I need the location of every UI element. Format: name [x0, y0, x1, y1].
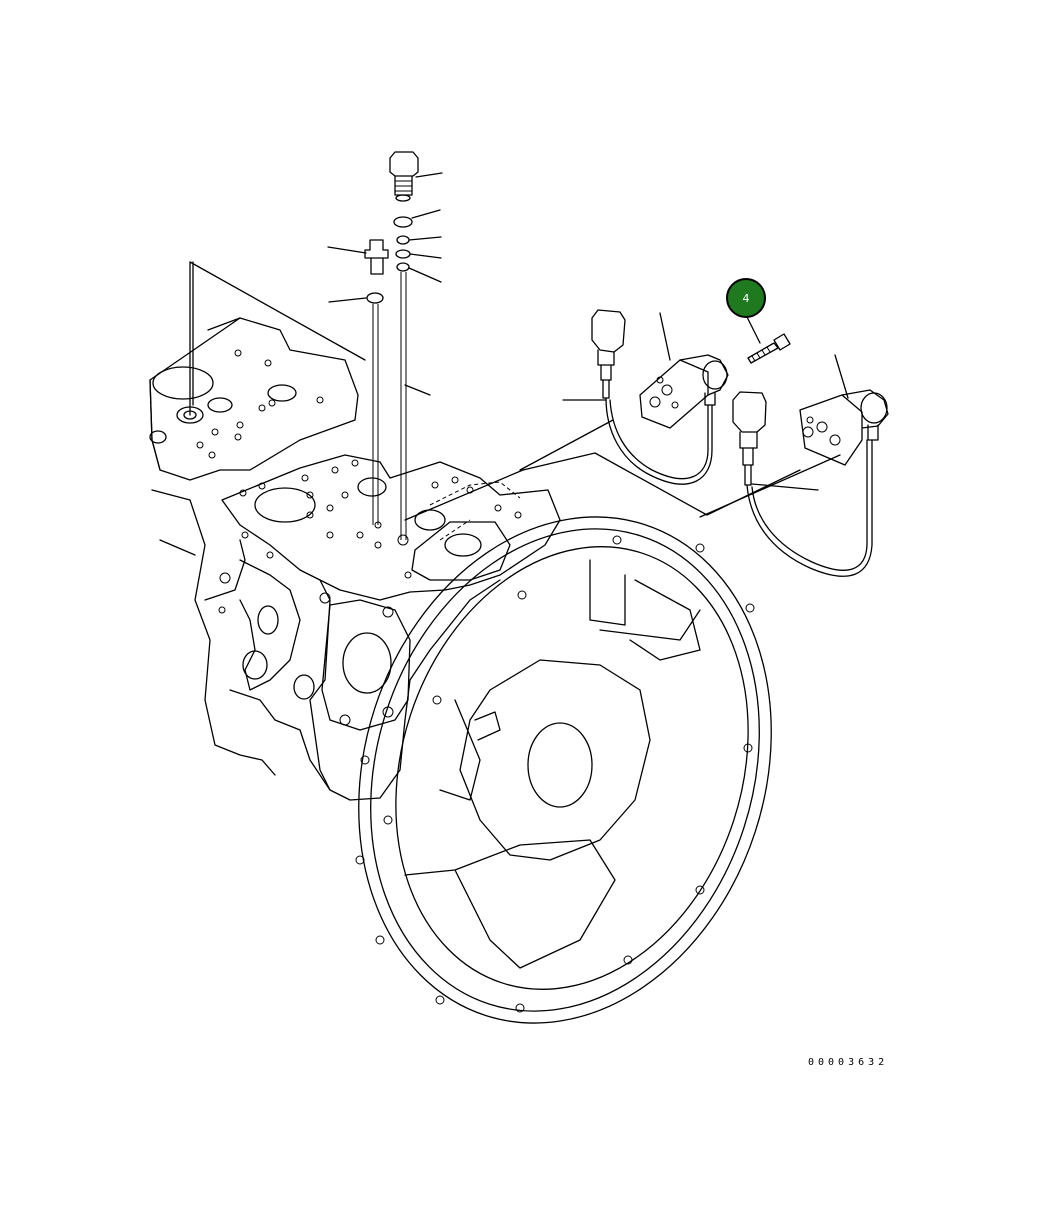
solenoid-valve-upper	[519, 309, 729, 485]
assembly-outline	[404, 452, 801, 521]
callout-badge-4[interactable]: 4	[726, 278, 766, 318]
callout-label: 4	[743, 292, 750, 305]
flywheel-housing	[355, 516, 772, 1024]
drawing-reference-number: 00003632	[808, 1057, 888, 1068]
solenoid-valve-lower	[699, 354, 889, 577]
valve-stack	[189, 151, 443, 540]
bolt	[745, 314, 791, 364]
